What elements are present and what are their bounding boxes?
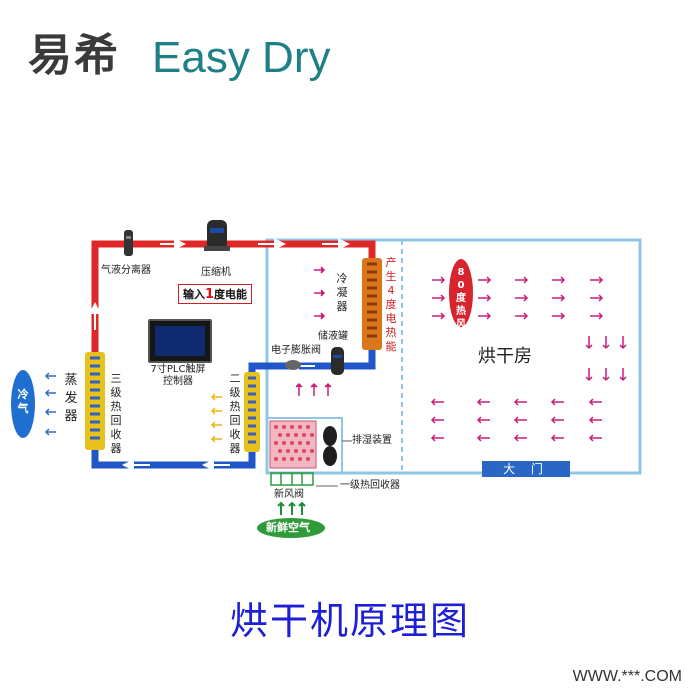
- gas-liquid-separator-icon: [124, 230, 133, 256]
- cold-air-badge: [11, 370, 35, 438]
- plc-label: 7寸PLC触屏控制器: [150, 364, 206, 387]
- receiver-label: 储液罐: [318, 331, 348, 342]
- diagram-caption: 烘干机原理图: [229, 599, 470, 643]
- recovery-air-arrows: [210, 393, 222, 443]
- condenser-label: 冷凝器: [336, 272, 348, 313]
- compressor-icon: [204, 220, 230, 251]
- fresh-air-valve-icon: [270, 472, 314, 486]
- evaporator-label: 蒸发器: [64, 373, 78, 424]
- hot-air-arrows-condenser: [295, 266, 332, 396]
- fresh-air-valve-label: 新风阀: [274, 489, 304, 500]
- fresh-air-label: 新鲜空气: [266, 521, 310, 534]
- drying-room-outline: [265, 238, 642, 475]
- website-watermark: WWW.***.COM: [572, 668, 682, 685]
- secondary-recovery-label: 二级热回收器: [229, 372, 241, 455]
- expansion-valve-icon: [285, 360, 301, 370]
- dehumidifier-fan-icon: [323, 426, 337, 466]
- dehumidifier-label: 排湿装置: [352, 435, 392, 446]
- input-energy-label: 输入1度电能: [178, 284, 253, 304]
- receiver-tank-icon: [331, 347, 344, 375]
- hot-air-label: 80度热风: [456, 267, 466, 330]
- expansion-valve-label: 电子膨胀阀: [271, 345, 321, 356]
- tertiary-recovery-label: 三级热回收器: [110, 372, 122, 455]
- produce-heat-label: 产生4度电热能: [385, 256, 397, 353]
- plc-screen-icon: [148, 319, 212, 363]
- cold-air-label: 冷气: [17, 388, 29, 415]
- fresh-air-badge: [257, 518, 325, 538]
- drying-room-label: 烘干房: [478, 346, 532, 367]
- door-label: 大 门: [482, 461, 570, 477]
- brand-english: Easy Dry: [152, 33, 331, 82]
- fresh-air-arrows: [277, 501, 306, 515]
- secondary-recovery-coil-icon: [244, 372, 260, 452]
- compressor-label: 压缩机: [201, 267, 231, 278]
- evaporator-coil-icon: [85, 352, 105, 450]
- cold-air-arrows: [44, 372, 56, 436]
- hot-air-arrows-room: [430, 276, 627, 442]
- primary-recovery-label: 一级热回收器: [340, 480, 400, 491]
- hot-air-badge: [449, 259, 473, 327]
- gas-liquid-separator-label: 气液分离器: [101, 265, 151, 276]
- brand-chinese: 易希: [28, 30, 120, 81]
